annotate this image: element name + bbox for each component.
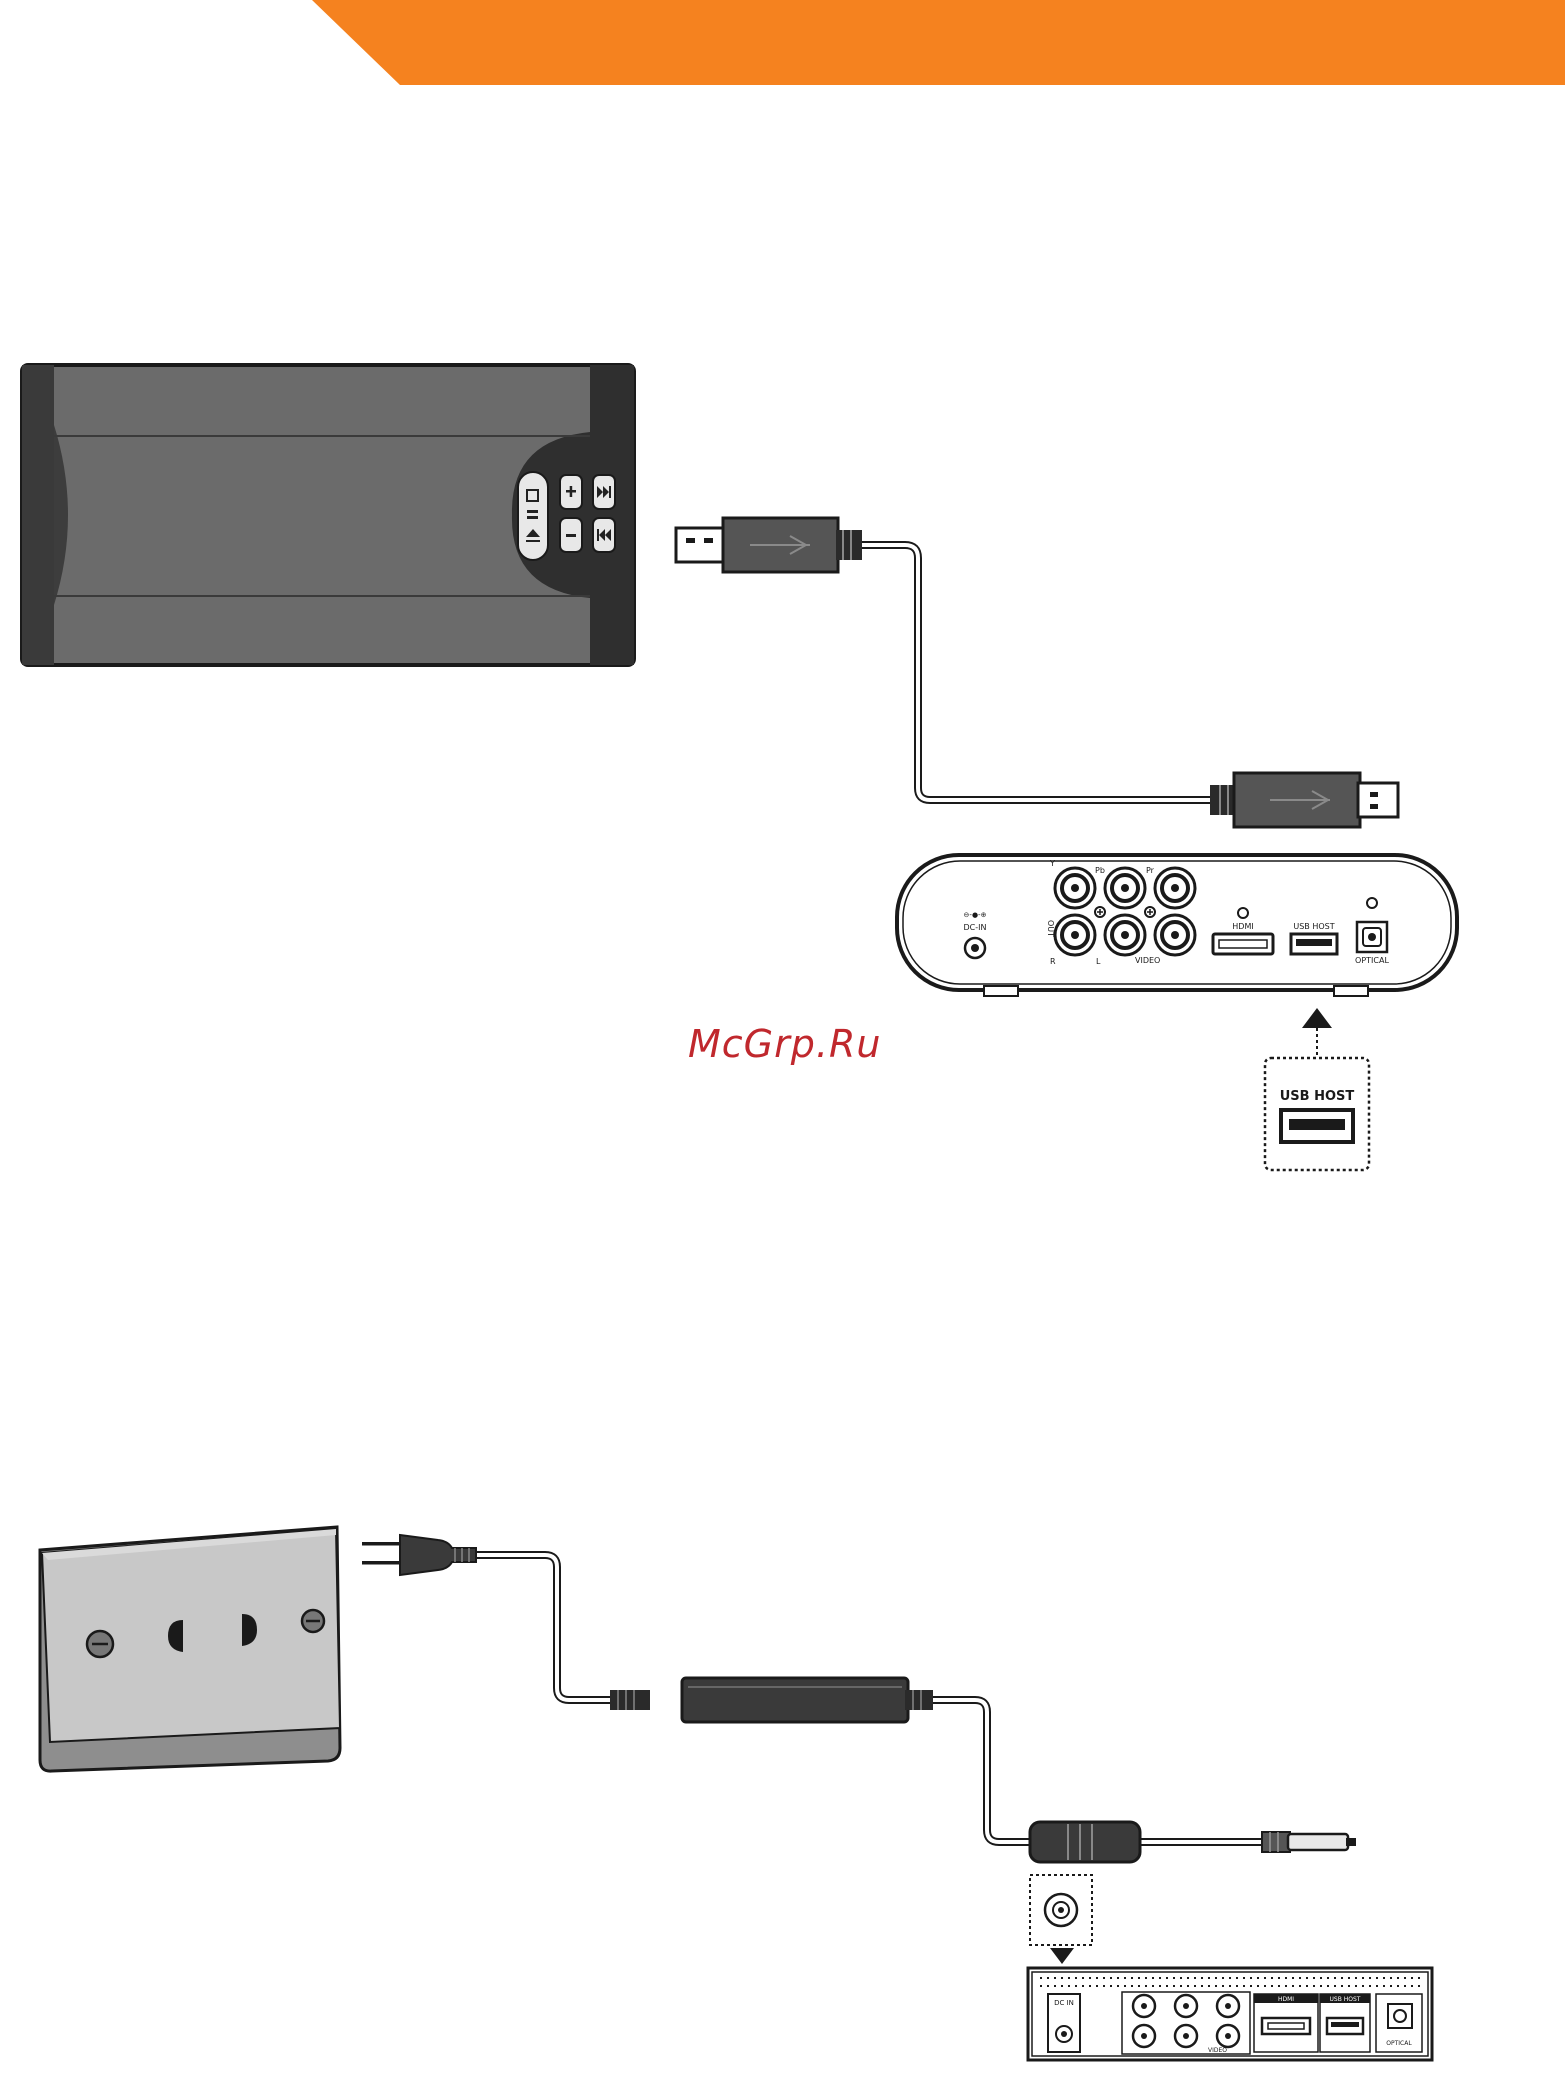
player-rear-panel-small: DC IN VIDEO HDMI bbox=[1028, 1968, 1432, 2060]
optical-label: OPTICAL bbox=[1355, 956, 1389, 965]
optical-port-small: OPTICAL bbox=[1376, 1994, 1422, 2052]
watermark: McGrp.Ru bbox=[688, 1022, 881, 1066]
wall-outlet bbox=[40, 1527, 340, 1771]
video-label: VIDEO bbox=[1135, 956, 1160, 965]
video-label-small: VIDEO bbox=[1208, 2047, 1227, 2054]
ferrite-core bbox=[1030, 1822, 1140, 1862]
power-plug bbox=[362, 1535, 476, 1575]
optical-label-small: OPTICAL bbox=[1386, 2040, 1412, 2047]
pb-label: Pb bbox=[1095, 866, 1105, 875]
composite-video-jack bbox=[1155, 915, 1195, 955]
power-cable bbox=[362, 1535, 1356, 1862]
minus-icon bbox=[566, 534, 576, 537]
header-band bbox=[312, 0, 1565, 85]
svg-text:⊖-●-⊕: ⊖-●-⊕ bbox=[964, 911, 987, 919]
hdmi-label: HDMI bbox=[1232, 922, 1253, 931]
dc-plug bbox=[1262, 1832, 1356, 1852]
audio-l-jack bbox=[1105, 915, 1145, 955]
l-label: L bbox=[1096, 957, 1101, 966]
usb-host-port-small: USB HOST bbox=[1320, 1994, 1370, 2052]
ac-adapter-brick bbox=[610, 1678, 933, 1722]
dc-in-zoom bbox=[1030, 1875, 1092, 1945]
external-drive bbox=[22, 365, 634, 665]
screw-icon bbox=[302, 1610, 324, 1632]
hdmi-label-small: HDMI bbox=[1278, 1996, 1294, 2003]
component-pb-jack bbox=[1105, 868, 1145, 908]
hdmi-port-small: HDMI bbox=[1254, 1994, 1318, 2052]
r-label: R bbox=[1050, 957, 1056, 966]
usb-host-label: USB HOST bbox=[1293, 922, 1334, 931]
usb-plug-player-end bbox=[1210, 773, 1398, 827]
arrow-up-icon bbox=[1302, 1008, 1332, 1058]
usb-host-zoom-label: USB HOST bbox=[1280, 1089, 1355, 1104]
dc-in-label: DC-IN bbox=[964, 923, 987, 932]
av-jacks-small: VIDEO bbox=[1122, 1992, 1250, 2054]
usb-host-label-small: USB HOST bbox=[1330, 1996, 1361, 2003]
dc-in-label-small: DC IN bbox=[1054, 1999, 1074, 2007]
screw-icon bbox=[87, 1631, 113, 1657]
component-pr-jack bbox=[1155, 868, 1195, 908]
y-label: Y bbox=[1049, 859, 1055, 868]
usb-cable bbox=[676, 518, 1398, 827]
usb-plug-drive-end bbox=[676, 518, 862, 572]
pr-label: Pr bbox=[1146, 866, 1155, 875]
dc-in-port-small: DC IN bbox=[1048, 1994, 1080, 2052]
usb-host-zoom: USB HOST bbox=[1265, 1058, 1369, 1170]
audio-r-jack bbox=[1055, 915, 1095, 955]
player-rear-panel: ⊖-●-⊕ DC-IN Y Pb Pr OUT bbox=[897, 855, 1457, 996]
component-y-jack bbox=[1055, 868, 1095, 908]
arrow-down-icon bbox=[1050, 1948, 1074, 1964]
usb-host-port: USB HOST bbox=[1291, 922, 1337, 954]
